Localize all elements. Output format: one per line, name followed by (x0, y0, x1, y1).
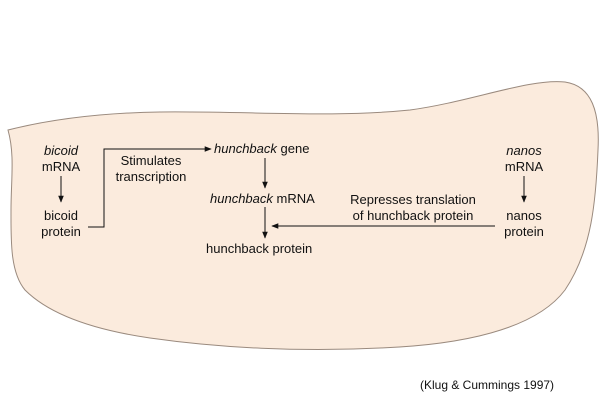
bicoid-protein-label: bicoid protein (31, 208, 91, 240)
hunchback-gene-name: hunchback (214, 141, 277, 156)
bicoid-mrna-label: bicoid mRNA (36, 143, 86, 175)
hunchback-protein-text: hunchback protein (206, 241, 313, 256)
hunchback-gene-label: hunchback gene (214, 141, 309, 157)
bicoid-mrna-type: mRNA (41, 159, 81, 174)
hunchback-mrna-name: hunchback (210, 191, 273, 206)
nanos-mrna-label: nanos mRNA (499, 143, 549, 175)
represses-translation-label: Represses translation of hunchback prote… (338, 192, 488, 224)
stimulates-transcription-label: Stimulates transcription (108, 153, 194, 185)
nanos-protein-type: protein (504, 224, 544, 239)
hunchback-gene-type: gene (276, 141, 310, 156)
represses-line2: of hunchback protein (352, 208, 474, 223)
hunchback-protein-label: hunchback protein (206, 241, 312, 257)
nanos-mrna-name: nanos (506, 143, 542, 158)
nanos-protein-label: nanos protein (494, 208, 554, 240)
represses-line1: Represses translation (350, 192, 476, 207)
citation-text: (Klug & Cummings 1997) (420, 378, 555, 392)
bicoid-protein-type: protein (41, 224, 81, 239)
nanos-protein-name: nanos (506, 208, 542, 223)
hunchback-mrna-label: hunchback mRNA (210, 191, 315, 207)
bicoid-protein-name: bicoid (44, 208, 78, 223)
stimulates-line2: transcription (115, 169, 187, 184)
hunchback-mrna-type: mRNA (272, 191, 315, 206)
arrow-stimulates-transcription (88, 146, 212, 228)
bicoid-mrna-name: bicoid (44, 143, 78, 158)
nanos-mrna-type: mRNA (504, 159, 544, 174)
stimulates-line1: Stimulates (120, 153, 182, 168)
